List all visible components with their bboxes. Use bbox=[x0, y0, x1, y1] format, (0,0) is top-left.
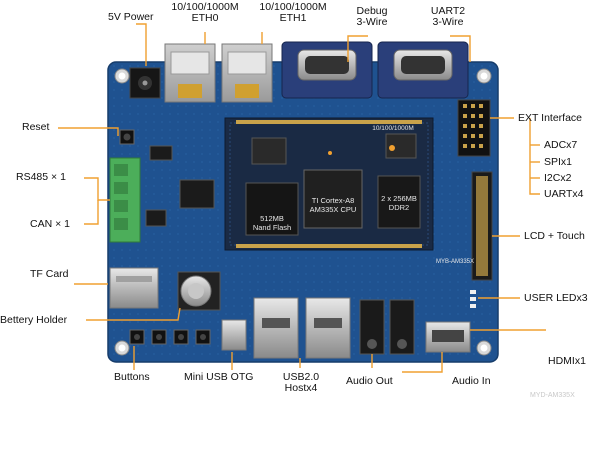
core-module bbox=[224, 117, 434, 251]
label-eth1: 10/100/1000M ETH1 bbox=[258, 2, 328, 24]
power-jack bbox=[129, 67, 161, 99]
label-5v-power: 5V Power bbox=[108, 11, 154, 23]
callout-lines bbox=[58, 23, 546, 373]
nand-label-line1: 512MB bbox=[260, 214, 284, 223]
label-ext-spi: SPIx1 bbox=[544, 156, 573, 168]
label-ext-adc: ADCx7 bbox=[544, 139, 578, 151]
reset-button bbox=[119, 129, 135, 145]
debug-db9 bbox=[281, 41, 373, 99]
tf-card-slot bbox=[109, 267, 159, 309]
usb-host-ports bbox=[253, 297, 351, 359]
board-model-label: MYB-AM335X bbox=[435, 259, 474, 265]
cpu-chip-label: TI Cortex-A8 AM335X CPU bbox=[300, 196, 366, 214]
ext-header bbox=[457, 99, 491, 157]
label-eth1-line2: ETH1 bbox=[279, 12, 307, 24]
user-leds bbox=[470, 290, 476, 308]
label-user-led: USER LEDx3 bbox=[524, 292, 588, 304]
lcd-connector bbox=[471, 171, 493, 281]
label-battery-holder: Bettery Holder bbox=[0, 314, 68, 326]
push-buttons bbox=[129, 329, 211, 345]
nand-chip-label: 512MB Nand Flash bbox=[246, 214, 298, 232]
nand-label-line2: Nand Flash bbox=[252, 223, 292, 232]
label-usb-host: USB2.0 Hostx4 bbox=[278, 372, 324, 394]
label-hdmi: HDMIx1 bbox=[548, 355, 586, 367]
label-debug-line2: 3-Wire bbox=[356, 16, 388, 28]
label-eth1-line1: 10/100/1000M bbox=[259, 1, 327, 13]
label-uart2-line1: UART2 bbox=[430, 5, 466, 17]
label-ext-i2c: I2Cx2 bbox=[544, 172, 572, 184]
ddr-chip-label: 2 x 256MB DDR2 bbox=[372, 194, 426, 212]
label-reset: Reset bbox=[22, 121, 50, 133]
label-rs485: RS485 × 1 bbox=[16, 171, 66, 183]
cpu-label-line2: AM335X CPU bbox=[309, 205, 357, 214]
module-eth-label: 10/100/1000M bbox=[372, 125, 414, 132]
label-uart2: UART2 3-Wire bbox=[424, 6, 472, 28]
watermark: MYD-AM335X bbox=[530, 392, 575, 399]
label-usb-host-line2: Hostx4 bbox=[284, 382, 318, 394]
eth0-port bbox=[164, 43, 216, 103]
label-lcd-touch: LCD + Touch bbox=[524, 230, 585, 242]
label-audio-out: Audio Out bbox=[346, 375, 393, 387]
ddr-label-line1: 2 x 256MB bbox=[381, 194, 417, 203]
label-debug: Debug 3-Wire bbox=[352, 6, 392, 28]
label-eth0-line2: ETH0 bbox=[191, 12, 219, 24]
label-eth0: 10/100/1000M ETH0 bbox=[170, 2, 240, 24]
label-can: CAN × 1 bbox=[30, 218, 70, 230]
ddr-label-line2: DDR2 bbox=[388, 203, 410, 212]
battery-holder bbox=[177, 271, 221, 311]
hdmi-port bbox=[425, 321, 471, 353]
audio-jacks bbox=[359, 299, 415, 355]
label-ext-interface: EXT Interface bbox=[518, 112, 583, 124]
label-ext-uart: UARTx4 bbox=[544, 188, 584, 200]
mini-usb-port bbox=[221, 319, 247, 351]
label-debug-line1: Debug bbox=[356, 5, 388, 17]
label-eth0-line1: 10/100/1000M bbox=[171, 1, 239, 13]
eth1-port bbox=[221, 43, 273, 103]
cpu-label-line1: TI Cortex-A8 bbox=[311, 196, 355, 205]
label-mini-usb: Mini USB OTG bbox=[184, 371, 254, 383]
label-tf-card: TF Card bbox=[30, 268, 69, 280]
label-usb-host-line1: USB2.0 bbox=[282, 371, 320, 383]
label-buttons: Buttons bbox=[114, 371, 150, 383]
label-audio-in: Audio In bbox=[452, 375, 491, 387]
terminal-block bbox=[109, 157, 141, 243]
uart2-db9 bbox=[377, 41, 469, 99]
label-uart2-line2: 3-Wire bbox=[432, 16, 464, 28]
